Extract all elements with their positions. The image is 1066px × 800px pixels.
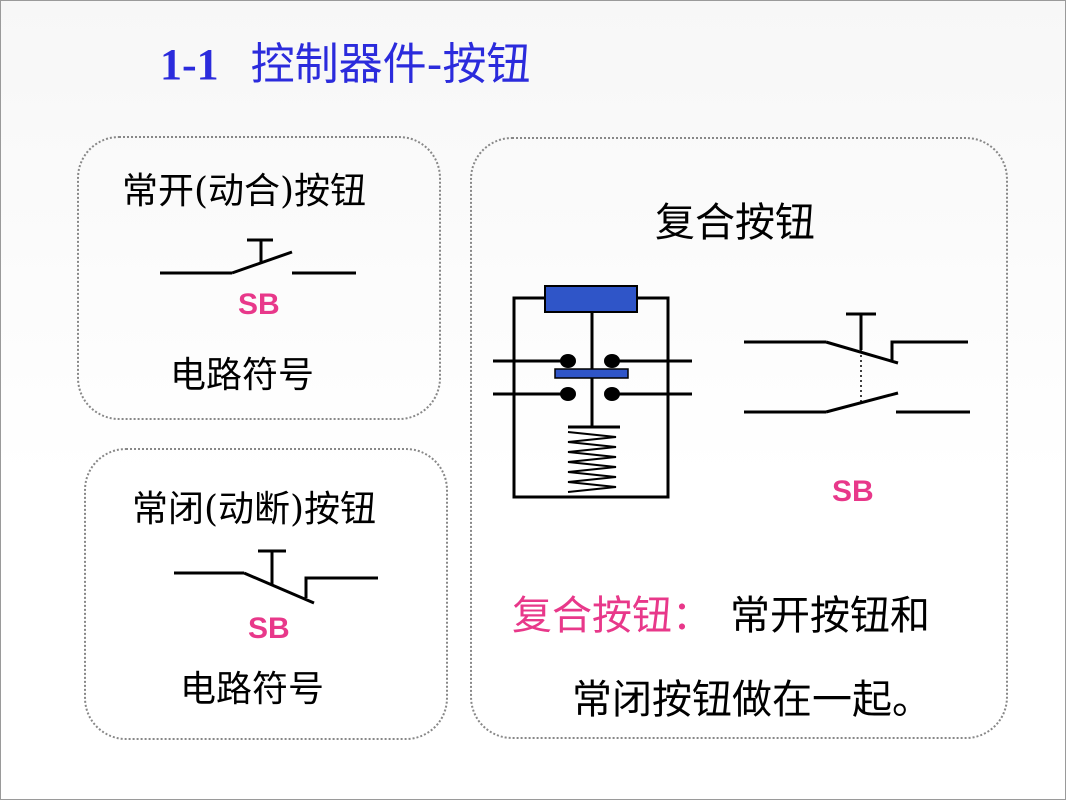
slide-number: 1-1	[160, 40, 219, 89]
contact-dot	[604, 387, 620, 401]
compound-button-label: SB	[832, 475, 874, 508]
compound-desc-line2: 常闭按钮做在一起。	[572, 677, 932, 723]
slide-title: 1-1 控制器件-按钮	[160, 28, 531, 92]
actuator-cap	[544, 285, 638, 313]
no-pair-blade	[825, 391, 899, 414]
contact-dot	[604, 354, 620, 368]
contact-dot	[560, 354, 576, 368]
nc-pair-right-wire	[890, 340, 968, 360]
moving-contact-bridge	[554, 368, 629, 379]
compound-button-panel	[470, 137, 1008, 739]
nc-button-caption: 电路符号	[180, 669, 325, 710]
return-spring	[567, 431, 617, 493]
nc-right-wire	[304, 576, 378, 598]
nc-blade	[243, 571, 315, 605]
no-button-panel	[77, 136, 441, 420]
nc-button-heading: 常闭(动断)按钮	[132, 489, 377, 530]
compound-button-heading: 复合按钮	[655, 200, 815, 246]
compound-desc-line1-text: 常开按钮和	[730, 593, 930, 639]
nc-button-label: SB	[248, 612, 290, 645]
compound-desc-term: 复合按钮：	[512, 593, 712, 639]
slide-title-text: 控制器件-按钮	[250, 39, 531, 90]
nc-button-panel	[84, 448, 448, 740]
no-button-heading: 常开(动合)按钮	[122, 171, 367, 212]
no-blade	[231, 250, 293, 275]
no-button-label: SB	[238, 288, 280, 321]
housing-frame	[512, 296, 670, 499]
nc-pair-blade	[825, 340, 899, 365]
contact-dot	[560, 387, 576, 401]
compound-desc-line1: 复合按钮： 常开按钮和	[512, 583, 930, 641]
no-button-caption: 电路符号	[170, 355, 315, 396]
